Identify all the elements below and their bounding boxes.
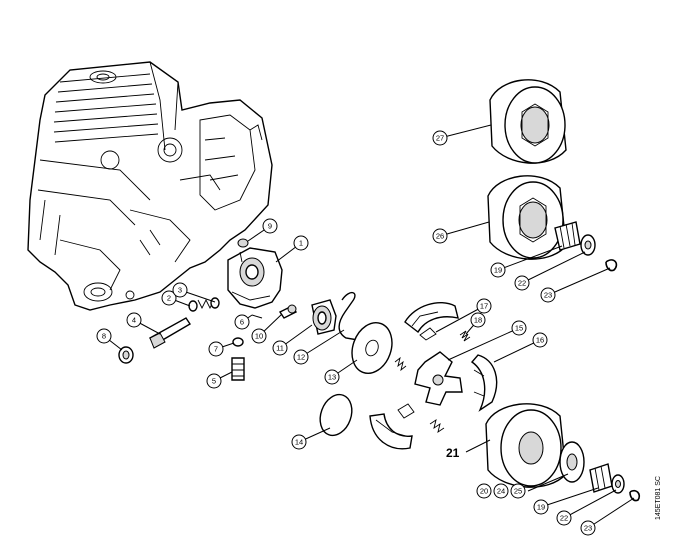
callout-18: 18 xyxy=(470,312,486,328)
part-26-spur-sprocket xyxy=(487,175,567,260)
callout-6: 6 xyxy=(234,314,250,330)
svg-text:19: 19 xyxy=(494,266,502,275)
svg-text:9: 9 xyxy=(268,222,272,231)
callout-15: 15 xyxy=(511,320,527,336)
svg-text:7: 7 xyxy=(214,345,218,354)
svg-text:16: 16 xyxy=(536,336,544,345)
part-3-spring xyxy=(197,297,220,310)
part-9-fitting xyxy=(237,238,249,248)
svg-text:20: 20 xyxy=(480,487,488,496)
part-14-washer xyxy=(319,393,353,437)
svg-text:22: 22 xyxy=(518,279,526,288)
svg-text:3: 3 xyxy=(178,286,182,295)
svg-text:24: 24 xyxy=(497,487,505,496)
callout-5: 5 xyxy=(206,373,222,389)
part-22-washer-lower xyxy=(611,474,625,494)
svg-text:23: 23 xyxy=(584,524,592,533)
part-17-clutch-spring xyxy=(419,327,437,341)
svg-text:14: 14 xyxy=(295,438,303,447)
svg-text:4: 4 xyxy=(132,316,136,325)
callout-7: 7 xyxy=(208,341,224,357)
part-27-rim-sprocket xyxy=(489,79,567,164)
svg-text:19: 19 xyxy=(537,503,545,512)
svg-text:23: 23 xyxy=(544,291,552,300)
engine-housing xyxy=(27,61,273,311)
callout-22-upper: 22 xyxy=(514,275,530,291)
callout-17: 17 xyxy=(476,298,492,314)
part-12-spring-clip xyxy=(338,292,359,341)
callout-20: 20 xyxy=(476,483,492,499)
part-2-washer xyxy=(188,300,198,312)
part-16-clutch-shoe xyxy=(470,354,498,412)
drawing-code: 145ET081 SC xyxy=(655,476,662,520)
svg-text:12: 12 xyxy=(297,353,305,362)
callout-4: 4 xyxy=(126,312,142,328)
callout-10: 10 xyxy=(251,328,267,344)
callout-1: 1 xyxy=(293,235,309,251)
part-8-sleeve xyxy=(118,346,134,364)
callout-19-lower: 19 xyxy=(533,499,549,515)
callout-24: 24 xyxy=(493,483,509,499)
callout-25: 25 xyxy=(510,483,526,499)
svg-text:13: 13 xyxy=(328,373,336,382)
part-23-e-clip-upper xyxy=(605,259,618,272)
svg-text:11: 11 xyxy=(276,344,284,353)
part-4-worm-gear xyxy=(149,317,191,349)
part-21-clutch-drum xyxy=(485,403,567,488)
callout-12: 12 xyxy=(293,349,309,365)
callout-26: 26 xyxy=(432,228,448,244)
part-23-e-clip-lower xyxy=(629,489,641,502)
part-11-worm xyxy=(311,299,337,335)
part-18-spring xyxy=(394,330,471,372)
svg-text:18: 18 xyxy=(474,316,482,325)
part-10-screw xyxy=(278,304,298,319)
oil-pump-body xyxy=(227,247,283,309)
svg-text:17: 17 xyxy=(480,302,488,311)
callout-22-lower: 22 xyxy=(556,510,572,526)
part-5-valve xyxy=(231,357,245,381)
part-19-needle-cage-lower xyxy=(589,463,613,493)
svg-text:10: 10 xyxy=(255,332,263,341)
assembly-label-21: 21 xyxy=(446,446,460,460)
svg-text:27: 27 xyxy=(436,134,444,143)
callout-3: 3 xyxy=(172,282,188,298)
part-6-pin xyxy=(251,314,263,319)
svg-text:6: 6 xyxy=(240,318,244,327)
part-13-thrust-washer xyxy=(351,322,393,374)
callout-8: 8 xyxy=(96,328,112,344)
part-7-o-ring xyxy=(232,337,244,347)
part-15-carrier xyxy=(414,351,463,406)
callout-23-upper: 23 xyxy=(540,287,556,303)
callout-11: 11 xyxy=(272,340,288,356)
callout-16: 16 xyxy=(532,332,548,348)
callout-14: 14 xyxy=(291,434,307,450)
callout-2: 2 xyxy=(161,290,177,306)
svg-text:2: 2 xyxy=(167,294,171,303)
part-22-washer-upper xyxy=(580,234,596,256)
callout-27: 27 xyxy=(432,130,448,146)
callout-9: 9 xyxy=(262,218,278,234)
svg-text:1: 1 xyxy=(299,239,303,248)
svg-text:15: 15 xyxy=(515,324,523,333)
svg-text:26: 26 xyxy=(436,232,444,241)
callout-19-upper: 19 xyxy=(490,262,506,278)
svg-text:22: 22 xyxy=(560,514,568,523)
svg-text:25: 25 xyxy=(514,487,522,496)
part-25-sprocket xyxy=(559,441,585,483)
part-19-needle-cage-upper xyxy=(554,221,581,251)
clutch-shoe-upper xyxy=(404,302,459,334)
callout-13: 13 xyxy=(324,369,340,385)
svg-text:5: 5 xyxy=(212,377,216,386)
clutch-shoe-lower xyxy=(369,403,445,450)
svg-text:8: 8 xyxy=(102,332,106,341)
callout-23-lower: 23 xyxy=(580,520,596,536)
